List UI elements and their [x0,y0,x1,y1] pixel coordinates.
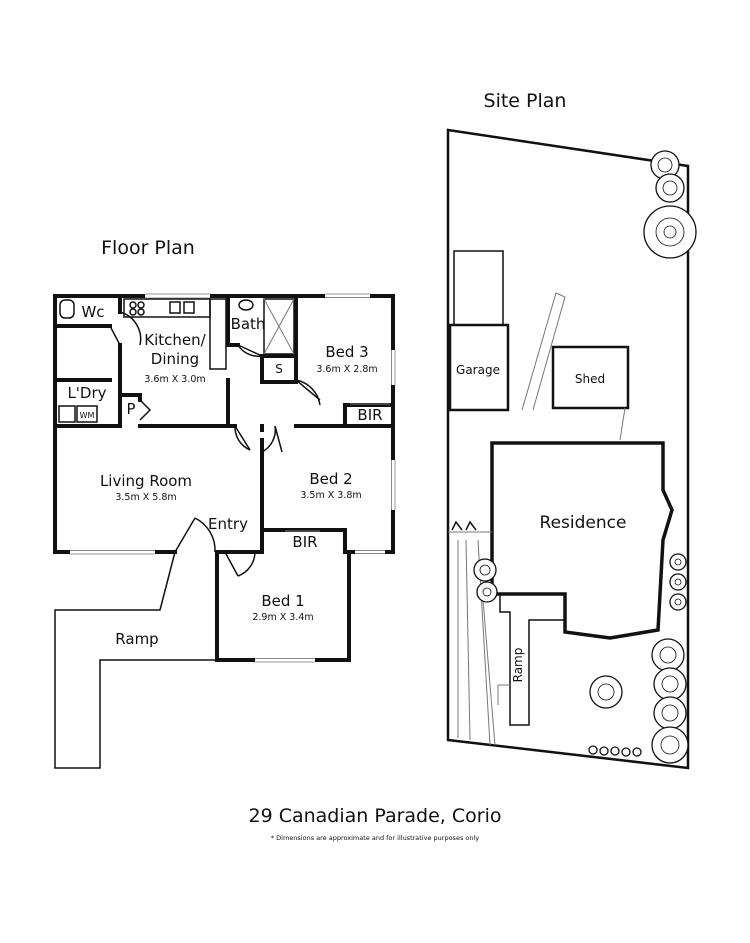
living-room-dims: 3.5m X 5.8m [115,492,176,503]
bed1-dims: 2.9m X 3.4m [252,612,313,623]
garage-outline [448,323,510,412]
kitchen-side-bench [209,298,227,370]
shrub-icon [610,746,620,756]
shower-label: S [275,362,283,376]
bed3-label: Bed 3 [325,343,368,361]
shower-icon [263,298,295,355]
tree-icon [655,173,685,203]
tree-icon [669,553,687,571]
laundry-label: L'Dry [67,384,106,402]
sink-icon [169,301,181,314]
site-side-path [448,520,510,746]
bed2-dims: 3.5m X 3.8m [300,490,361,501]
ramp-outline [54,551,217,769]
floor-plan-heading: Floor Plan [101,237,195,259]
entry-label: Entry [208,515,248,533]
pantry-label: P [126,400,135,418]
fixtures [58,298,390,532]
tree-icon [651,638,685,672]
tub-icon [58,405,76,423]
shrub-icon [621,747,631,757]
internal-walls [53,294,395,554]
residence-outline [490,441,674,640]
kitchen-label-line2: Dining [151,350,199,368]
living-room-label: Living Room [100,472,192,490]
shed-outline [551,345,630,410]
bed3-bir-label: BIR [357,406,382,424]
tree-icons [473,150,697,764]
site-plan-heading: Site Plan [484,90,567,112]
shrub-icon [632,747,642,757]
kitchen-bench [123,298,211,318]
bed1-label: Bed 1 [261,592,304,610]
tree-icon [669,593,687,611]
washing-machine-icon [76,405,98,423]
bed2-label: Bed 2 [309,470,352,488]
driveway-path [521,292,566,411]
tree-icon [653,696,687,730]
bed2-bir-label: BIR [292,533,317,551]
garage-label: Garage [456,363,500,377]
toilet-icon [59,299,75,319]
windows [70,293,396,663]
bed3-dims: 3.6m X 2.8m [316,364,377,375]
carport-outline [453,250,504,326]
site-boundary [446,128,690,770]
dimensions-disclaimer: * Dimensions are approximate and for ill… [271,834,479,842]
tree-icon [669,573,687,591]
property-address: 29 Canadian Parade, Corio [248,805,501,827]
tree-icon [589,675,623,709]
kitchen-dims: 3.6m X 3.0m [144,374,205,385]
ramp-label: Ramp [115,630,158,648]
shrub-icon [588,745,598,755]
residence-label: Residence [540,513,627,533]
kitchen-label-line1: Kitchen/ [144,331,206,349]
floor-plan: Wc Kitchen/ Dining 3.6m X 3.0m Bath S Be… [53,293,396,769]
shed-label: Shed [575,372,605,386]
site-plan: Garage Shed Residence Ramp [446,128,697,770]
door-swings [109,311,321,577]
wm-label: WM [80,411,95,420]
tree-icon [651,726,689,764]
tree-icon [473,558,497,582]
wc-label: Wc [81,303,104,321]
tree-icon [643,205,697,259]
site-ramp-label: Ramp [511,648,525,683]
bath-label: Bath [231,315,266,333]
site-ramp-outline [499,594,565,726]
tree-icon [653,667,687,701]
tree-icon [476,581,498,603]
shrub-icon [599,746,609,756]
basin-icon [238,299,254,311]
